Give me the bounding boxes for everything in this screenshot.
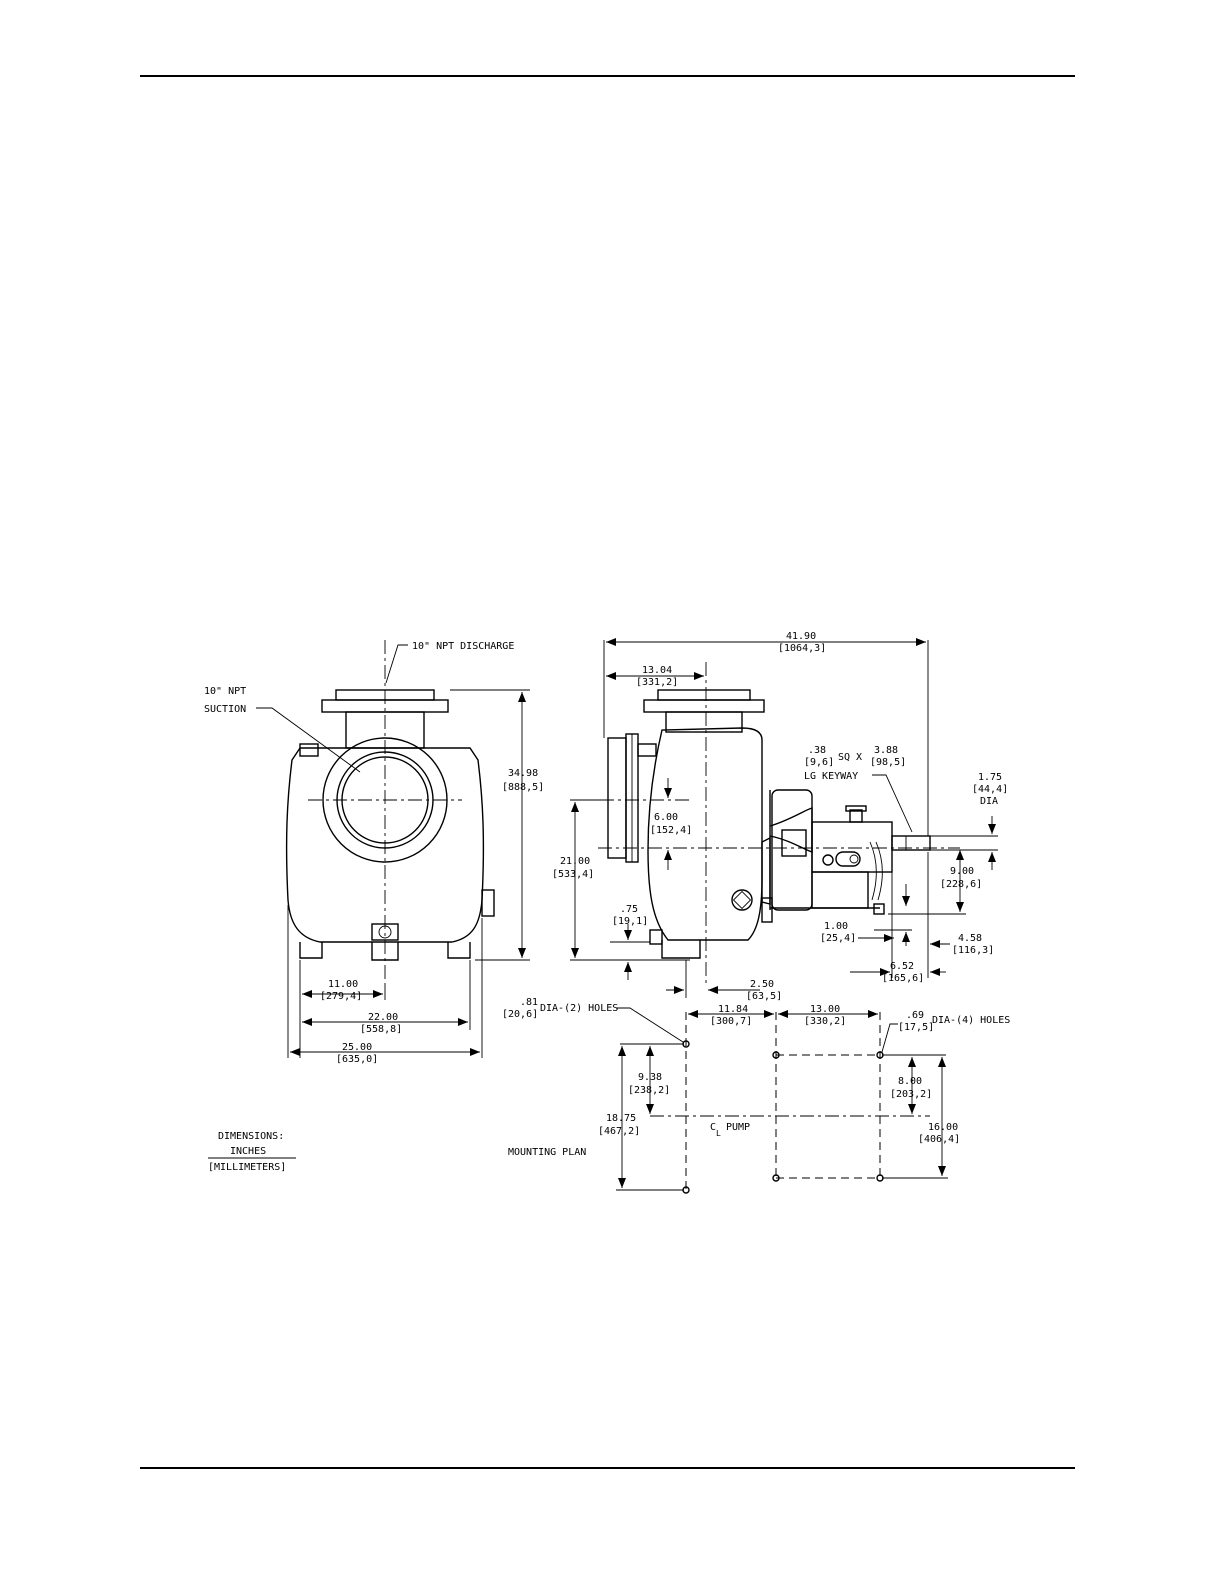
dim-11.84-in: 11.84 — [718, 1004, 748, 1015]
dim-0.69-mm: [17,5] — [898, 1022, 934, 1033]
side-discharge-flange — [643, 699, 765, 713]
cl-pump-label: PUMP — [726, 1122, 750, 1133]
side-window — [781, 829, 807, 857]
front-vent-plug — [299, 743, 319, 757]
units-inches: INCHES — [230, 1146, 266, 1157]
units-title: DIMENSIONS: — [218, 1131, 284, 1142]
plan-hole-mid-bottom — [772, 1174, 780, 1182]
dim-13.00-mm: [330,2] — [804, 1016, 846, 1027]
front-right-foot — [447, 942, 471, 959]
dim-8.00-in: 8.00 — [898, 1076, 922, 1087]
front-side-plug — [481, 889, 495, 917]
dim-21.00-in: 21.00 — [560, 856, 590, 867]
dim-1.00-mm: [25,4] — [820, 933, 856, 944]
dim-0.75-mm: [19,1] — [612, 916, 648, 927]
dim-16.00-mm: [406,4] — [918, 1134, 960, 1145]
dim-4.58-in: 4.58 — [958, 933, 982, 944]
cl-subscript: L — [716, 1129, 721, 1138]
shaft-dia-label: DIA — [980, 796, 998, 807]
side-suction-flange — [607, 737, 627, 859]
discharge-label: 10" NPT DISCHARGE — [412, 641, 514, 652]
dim-18.75-in: 18.75 — [606, 1113, 636, 1124]
side-shaft — [891, 835, 931, 851]
dim-41.90-in: 41.90 — [786, 631, 816, 642]
dim-13.04-mm: [331,2] — [636, 677, 678, 688]
dim-34.98-mm: [888,5] — [502, 782, 544, 793]
keyway-sq-x: SQ X — [838, 752, 862, 763]
dim-6.00-mm: [152,4] — [650, 825, 692, 836]
side-view: 41.90 [1064,3] 13.04 [331,2] 21.00 [533,… — [552, 631, 1008, 1002]
dim-13.04-in: 13.04 — [642, 665, 672, 676]
keyway-width-mm: [9,6] — [804, 757, 834, 768]
keyway-length-in: 3.88 — [874, 745, 898, 756]
dim-22.00-mm: [558,8] — [360, 1024, 402, 1035]
dim-9.00-mm: [228,6] — [940, 879, 982, 890]
header-rule — [140, 75, 1075, 77]
dim-2.50-in: 2.50 — [750, 979, 774, 990]
dim-0.81-in: .81 — [520, 997, 538, 1008]
side-grease-fitting — [849, 809, 863, 823]
dim-13.00-in: 13.00 — [810, 1004, 840, 1015]
dim-1.00-in: 1.00 — [824, 921, 848, 932]
dim-8.00-mm: [203,2] — [890, 1089, 932, 1100]
dim-18.75-mm: [467,2] — [598, 1126, 640, 1137]
dim-0.75-in: .75 — [620, 904, 638, 915]
dim-41.90-mm: [1064,3] — [778, 643, 826, 654]
front-view: 10" NPT DISCHARGE 10" NPT SUCTION 34.98 … — [204, 640, 544, 1173]
dim-0.69-in: .69 — [906, 1010, 924, 1021]
dim-6.00-in: 6.00 — [654, 812, 678, 823]
keyway-width-in: .38 — [808, 745, 826, 756]
dim-6.52-in: 6.52 — [890, 961, 914, 972]
front-left-foot — [299, 942, 323, 959]
plan-hole-mid-top — [772, 1051, 780, 1059]
mounting-plan: .81 [20,6] DIA-(2) HOLES 11.84 [300,7] 1… — [502, 997, 1010, 1194]
shaft-dia-in: 1.75 — [978, 772, 1002, 783]
suction-label-line2: SUCTION — [204, 704, 246, 715]
footer-rule — [140, 1467, 1075, 1469]
shaft-dia-mm: [44,4] — [972, 784, 1008, 795]
dim-11.00-in: 11.00 — [328, 979, 358, 990]
dim-22.00-in: 22.00 — [368, 1012, 398, 1023]
side-bearing-frame — [811, 821, 893, 873]
dim-6.52-mm: [165,6] — [882, 973, 924, 984]
suction-label-line1: 10" NPT — [204, 686, 246, 697]
mounting-plan-label: MOUNTING PLAN — [508, 1147, 586, 1158]
dim-9.38-mm: [238,2] — [628, 1085, 670, 1096]
dim-21.00-mm: [533,4] — [552, 869, 594, 880]
keyway-length-mm: [98,5] — [870, 757, 906, 768]
dim-4.58-mm: [116,3] — [952, 945, 994, 956]
side-drain-plug — [731, 889, 753, 911]
dim-0.81-mm: [20,6] — [502, 1009, 538, 1020]
dim-11.84-mm: [300,7] — [710, 1016, 752, 1027]
units-millimeters: [MILLIMETERS] — [208, 1162, 286, 1173]
dim-16.00-in: 16.00 — [928, 1122, 958, 1133]
front-pump-body — [285, 747, 485, 943]
keyway-lg-label: LG KEYWAY — [804, 771, 858, 782]
holes2-label: DIA-(2) HOLES — [540, 1003, 618, 1014]
dim-25.00-in: 25.00 — [342, 1042, 372, 1053]
cl-symbol: C — [710, 1122, 716, 1133]
holes4-label: DIA-(4) HOLES — [932, 1015, 1010, 1026]
dim-11.00-mm: [279,4] — [320, 991, 362, 1002]
dim-34.98-in: 34.98 — [508, 768, 538, 779]
dim-9.00-in: 9.00 — [950, 866, 974, 877]
dim-2.50-mm: [63,5] — [746, 991, 782, 1002]
side-pump-body — [647, 727, 763, 941]
dim-9.38-in: 9.38 — [638, 1072, 662, 1083]
dim-25.00-mm: [635,0] — [336, 1054, 378, 1065]
